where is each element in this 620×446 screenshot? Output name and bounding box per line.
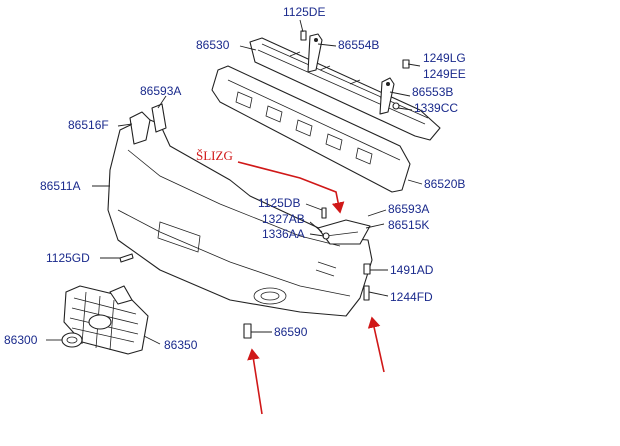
clip-1339cc-drawing	[392, 102, 400, 110]
label-86593a-mid: 86593A	[388, 202, 429, 216]
screw-1125gd-drawing	[119, 253, 134, 263]
label-86520b: 86520B	[424, 177, 465, 191]
bracket-86554b-drawing	[307, 33, 323, 73]
bolt-1125de-drawing	[300, 30, 307, 41]
side-bracket-86516f-drawing	[129, 111, 151, 145]
grille-drawing	[63, 285, 149, 355]
reinforcement-beam-drawing	[249, 37, 441, 141]
screw-1244fd-drawing	[363, 285, 370, 301]
label-86516f: 86516F	[68, 118, 109, 132]
bracket-86553b-drawing	[379, 77, 395, 115]
side-bracket-86593a-top-drawing	[151, 103, 167, 133]
side-bracket-86515k-drawing	[317, 219, 371, 245]
label-1336aa: 1336AA	[262, 227, 305, 241]
label-86590: 86590	[274, 325, 308, 339]
label-1125db: 1125DB	[258, 196, 300, 210]
label-86511a: 86511A	[40, 179, 80, 193]
label-1491ad: 1491AD	[390, 263, 434, 277]
label-1327ab: 1327AB	[262, 212, 305, 226]
label-1244fd: 1244FD	[390, 290, 433, 304]
label-1125de: 1125DE	[283, 5, 325, 19]
part-labels: 1125DE 86530 86554B 1249LG 1249EE 86553B…	[4, 5, 466, 352]
label-86515k: 86515K	[388, 218, 429, 232]
label-86554b: 86554B	[338, 38, 379, 52]
label-86300: 86300	[4, 333, 38, 347]
label-86593a-top: 86593A	[140, 84, 181, 98]
label-1339cc: 1339CC	[414, 101, 458, 115]
label-1249ee: 1249EE	[423, 67, 466, 81]
energy-absorber-drawing	[211, 65, 411, 193]
leader-lines	[46, 19, 423, 345]
emblem-drawing	[61, 332, 83, 348]
annotation-slizg: ŠLIZG	[196, 148, 233, 163]
fastener-86590-drawing	[243, 323, 252, 339]
label-1125gd: 1125GD	[46, 251, 90, 265]
screw-1125db-drawing	[321, 207, 327, 219]
annotation-arrows	[237, 161, 385, 415]
label-86530: 86530	[196, 38, 230, 52]
label-86350: 86350	[164, 338, 198, 352]
label-86553b: 86553B	[412, 85, 453, 99]
bumper-cover-drawing	[107, 117, 373, 317]
label-1249lg: 1249LG	[423, 51, 466, 65]
screw-1491ad-drawing	[363, 263, 371, 275]
